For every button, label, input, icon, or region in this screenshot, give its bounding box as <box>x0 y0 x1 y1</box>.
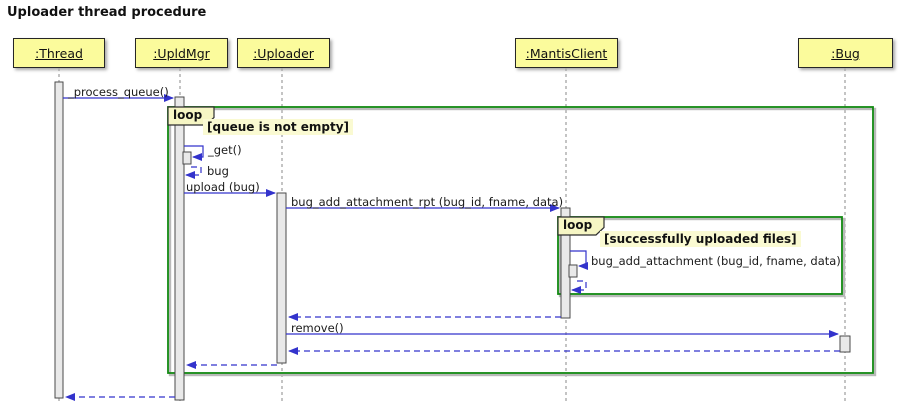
participant-box-thread: :Thread <box>13 38 105 68</box>
loop-guard-inner: [successfully uploaded files] <box>600 231 801 247</box>
diagram-title: Uploader thread procedure <box>7 5 207 20</box>
participant-label-uploader: :Uploader <box>253 45 314 61</box>
participant-box-mantisclient: :MantisClient <box>515 38 618 68</box>
loop-operator-inner: loop <box>563 218 593 232</box>
loop-frame-outer-shadow <box>168 107 877 377</box>
message-arrow-6 <box>571 280 587 294</box>
activation-upldmgr <box>174 96 185 401</box>
loop-operator-outer: loop <box>173 108 203 122</box>
loop-frame-inner-shadow <box>558 217 846 298</box>
participant-label-mantisclient: :MantisClient <box>525 45 608 61</box>
loop-frame-inner <box>557 216 843 295</box>
activation-bug <box>839 335 851 353</box>
message-arrow-2 <box>185 166 202 179</box>
loop-frame-outer <box>167 106 874 374</box>
loop-guard-outer: [queue is not empty] <box>203 119 354 135</box>
activation-thread <box>54 81 64 399</box>
participant-label-upldmgr: :UpldMgr <box>153 45 210 61</box>
message-label-1: _get() <box>208 143 242 157</box>
activation-uploader <box>276 192 287 364</box>
message-label-5: bug_add_attachment (bug_id, fname, data) <box>591 254 841 268</box>
message-label-8: remove() <box>291 321 344 335</box>
message-label-2: bug <box>207 164 229 178</box>
participant-box-bug: :Bug <box>798 38 893 68</box>
message-label-3: upload (bug) <box>186 180 260 194</box>
participant-label-bug: :Bug <box>831 45 860 61</box>
message-arrow-1 <box>184 145 204 161</box>
participant-box-upldmgr: :UpldMgr <box>135 38 228 68</box>
message-arrow-5 <box>570 250 588 270</box>
participant-box-uploader: :Uploader <box>237 38 330 68</box>
message-label-4: bug_add_attachment_rpt (bug_id, fname, d… <box>291 195 564 209</box>
activation-mantisclient-nested <box>568 264 578 278</box>
activation-mantisclient <box>560 207 571 319</box>
participant-label-thread: :Thread <box>35 45 83 61</box>
activation-upldmgr-nested <box>182 151 192 165</box>
message-label-0: _process_queue() <box>68 85 169 99</box>
